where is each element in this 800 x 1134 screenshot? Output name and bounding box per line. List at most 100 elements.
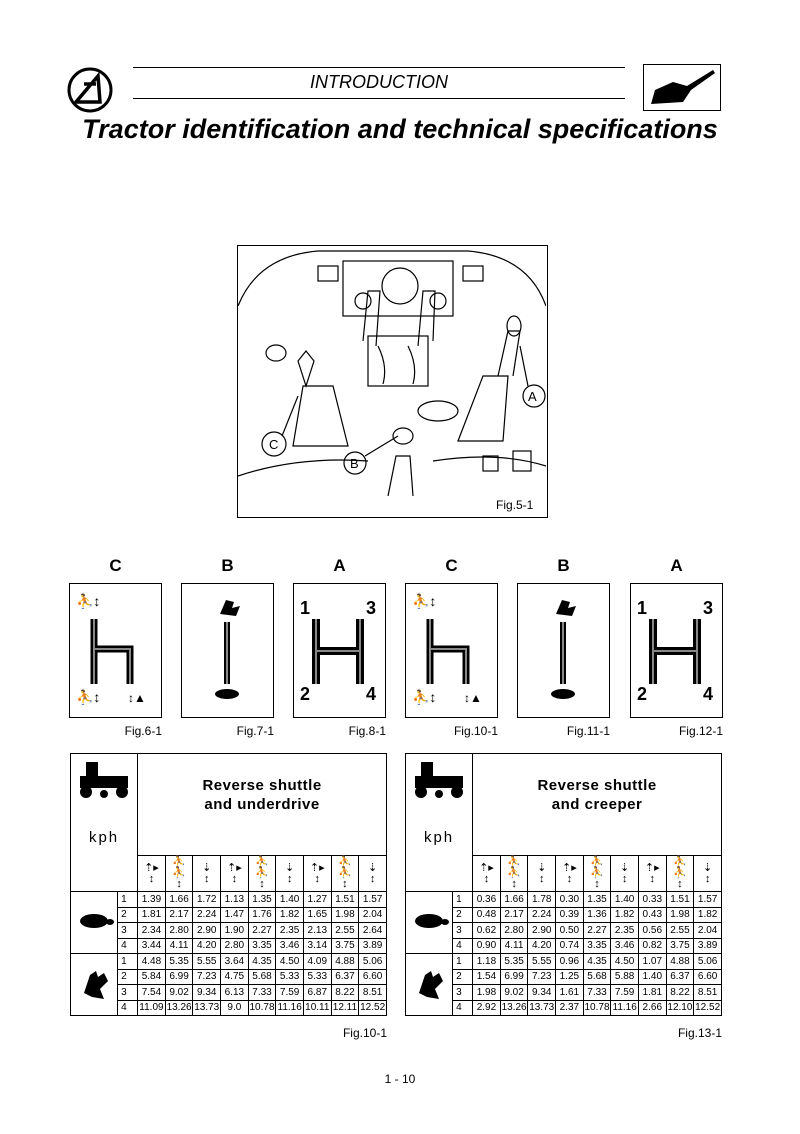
speed-value: 0.62 [472,922,501,939]
speed-value: 2.35 [275,922,304,939]
speed-value: 1.40 [610,891,639,908]
direction-range-icon: ⇡▸↕ [137,855,166,892]
speed-value: 3.75 [330,937,360,954]
speed-value: 10.78 [582,999,612,1016]
speed-value: 4.11 [164,937,194,954]
speed-value: 9.02 [499,984,529,1001]
speed-value: 4.20 [527,937,557,954]
speed-value: 4.35 [247,953,277,970]
gear-1: 1 [637,598,648,618]
gear-number: 1 [452,953,474,970]
shift-gate-icon [312,619,364,684]
speed-value: 11.09 [137,999,166,1016]
header-rule-bottom [133,98,625,99]
speed-value: 0.48 [472,906,501,923]
speed-value: 1.18 [472,953,501,970]
gear-4: 4 [703,684,714,704]
speed-value: 5.06 [358,953,387,970]
gear-number: 2 [117,906,139,923]
gear-3: 3 [366,598,377,618]
tortoise-range-cell [404,891,454,954]
direction-range-icon: ⇡▸↕ [555,855,584,892]
speed-value: 3.89 [358,937,387,954]
speed-value: 1.76 [247,906,277,923]
section-title: INTRODUCTION [310,72,448,92]
speed-value: 1.35 [247,891,277,908]
speed-value: 2.80 [220,937,249,954]
speed-value: 6.13 [220,984,249,1001]
speed-value: 3.46 [610,937,639,954]
speed-value: 7.33 [582,984,612,1001]
speed-value: 4.48 [137,953,166,970]
tortoise-icon [415,914,450,928]
speed-value: 2.24 [192,906,222,923]
gear-number: 4 [452,999,474,1016]
table-caption: Fig.13-1 [677,1026,722,1040]
shift-pattern-h-range: ⛹↕⛹↕↕▲ [405,583,498,718]
speed-value: 2.04 [693,922,722,939]
speed-value: 5.68 [247,968,277,985]
shift-pattern-H-gears: 1 3 2 4 [630,583,723,718]
shift-caption: Fig.6-1 [124,724,162,738]
shift-caption: Fig.10-1 [453,724,498,738]
speed-value: 3.35 [582,937,612,954]
speed-value: 0.74 [555,937,584,954]
speed-value: 1.72 [192,891,222,908]
speed-value: 2.24 [527,906,557,923]
speed-value: 5.35 [164,953,194,970]
title-line-2: and creeper [551,796,643,813]
speed-value: 2.90 [527,922,557,939]
tractor-icon [80,762,129,798]
gear-number: 1 [117,953,139,970]
speed-value: 9.34 [527,984,557,1001]
speed-value: 2.13 [302,922,332,939]
tortoise-icon [80,914,115,928]
lever-letter: B [221,556,234,575]
direction-range-icon: ⛹⛹↕ [665,855,695,892]
shift-pattern-h-range: ⛹↕⛹↕↕▲ [69,583,162,718]
speed-value: 1.47 [220,906,249,923]
lever-letter: A [333,556,346,575]
speed-value: 5.35 [499,953,529,970]
svg-text:⛹↕: ⛹↕ [412,688,436,706]
speed-value: 2.64 [358,922,387,939]
speed-value: 11.16 [610,999,639,1016]
direction-range-icon: ⇣↕ [192,855,222,892]
header-rule-top [133,67,625,68]
speed-value: 1.98 [472,984,501,1001]
page-number: 1 - 10 [384,1072,416,1086]
speed-value: 1.57 [358,891,387,908]
shift-gate-icon [649,619,701,684]
speed-value: 2.90 [192,922,222,939]
gear-number: 1 [452,891,474,908]
gear-2: 2 [300,684,311,704]
speed-value: 0.30 [555,891,584,908]
speed-value: 5.55 [527,953,557,970]
speed-value: 0.33 [637,891,667,908]
lever-letter: A [670,556,683,575]
svg-text:↕▲: ↕▲ [128,691,146,705]
speed-value: 2.34 [137,922,166,939]
direction-range-icon: ⇣↕ [527,855,557,892]
speed-value: 1.82 [275,906,304,923]
speed-value: 1.51 [665,891,695,908]
direction-range-icon: ⇣↕ [275,855,304,892]
table-caption: Fig.10-1 [342,1026,387,1040]
gear-number: 3 [117,984,139,1001]
speed-value: 1.78 [527,891,557,908]
speed-value: 3.75 [665,937,695,954]
speed-value: 10.78 [247,999,277,1016]
gear-number: 3 [117,922,139,939]
tractor-cab-illustration [237,250,547,497]
speed-value: 6.60 [358,968,387,985]
speed-value: 6.87 [302,984,332,1001]
speed-value: 0.43 [637,906,667,923]
speed-value: 7.23 [527,968,557,985]
speed-value: 2.55 [665,922,695,939]
